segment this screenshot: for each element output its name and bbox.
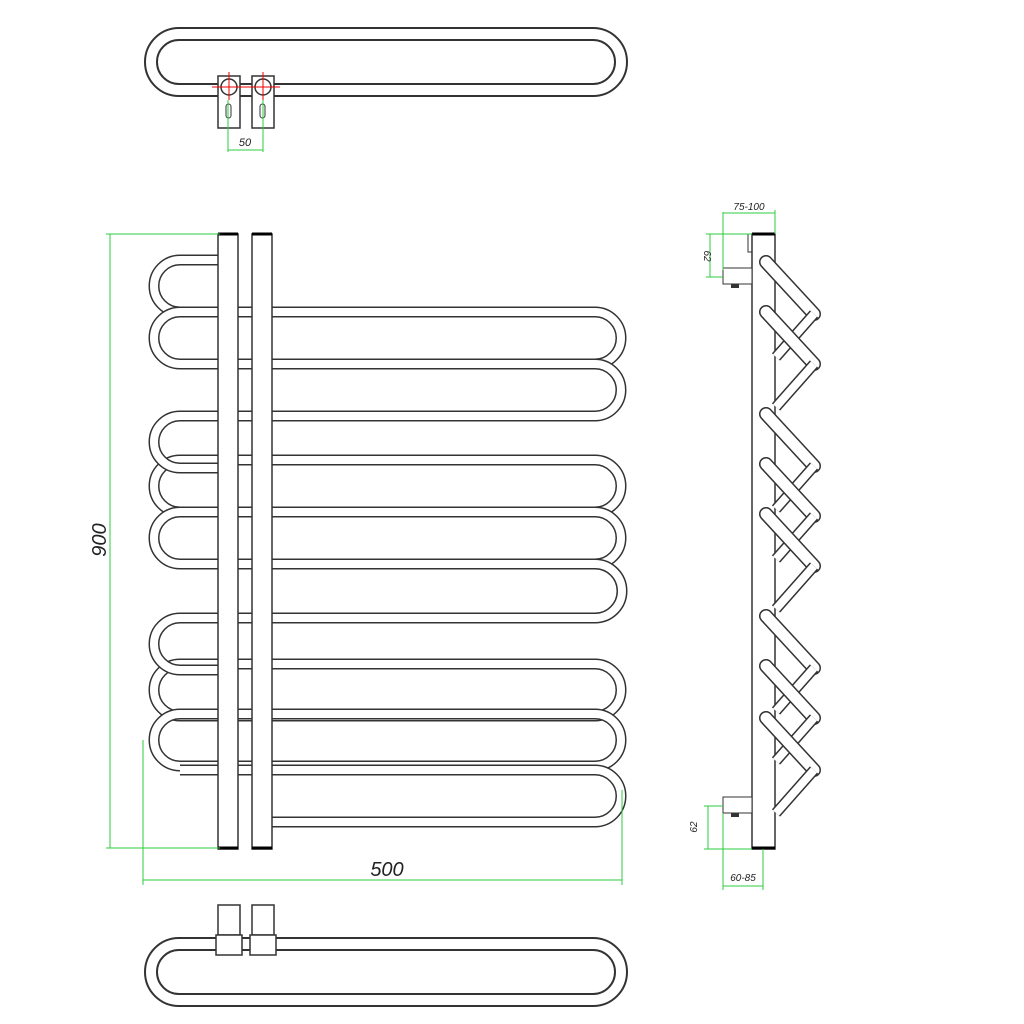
dimension-width: 500 <box>370 859 403 881</box>
dimension-wall-distance-top: 75-100 <box>733 202 765 213</box>
dimension-top-offset: 62 <box>701 250 712 262</box>
vertical-collector <box>217 233 239 850</box>
dimension-wall-distance-bottom: 60-85 <box>730 873 756 884</box>
vertical-collector <box>251 233 273 850</box>
tube-loop <box>180 558 628 624</box>
tube-loop <box>180 764 627 828</box>
dimension-height: 900 <box>89 523 111 556</box>
dimension-connection-spacing: 50 <box>239 137 252 149</box>
side-view <box>722 232 821 850</box>
top-view: 50 <box>144 27 628 152</box>
bottom-view <box>144 904 628 1007</box>
side-dimensions: 75-100 62 62 60-85 <box>689 202 776 890</box>
dimension-bottom-offset: 62 <box>689 821 700 833</box>
front-view <box>148 232 628 850</box>
front-dimensions: 900 500 <box>89 233 623 885</box>
tube-loop <box>180 358 627 422</box>
